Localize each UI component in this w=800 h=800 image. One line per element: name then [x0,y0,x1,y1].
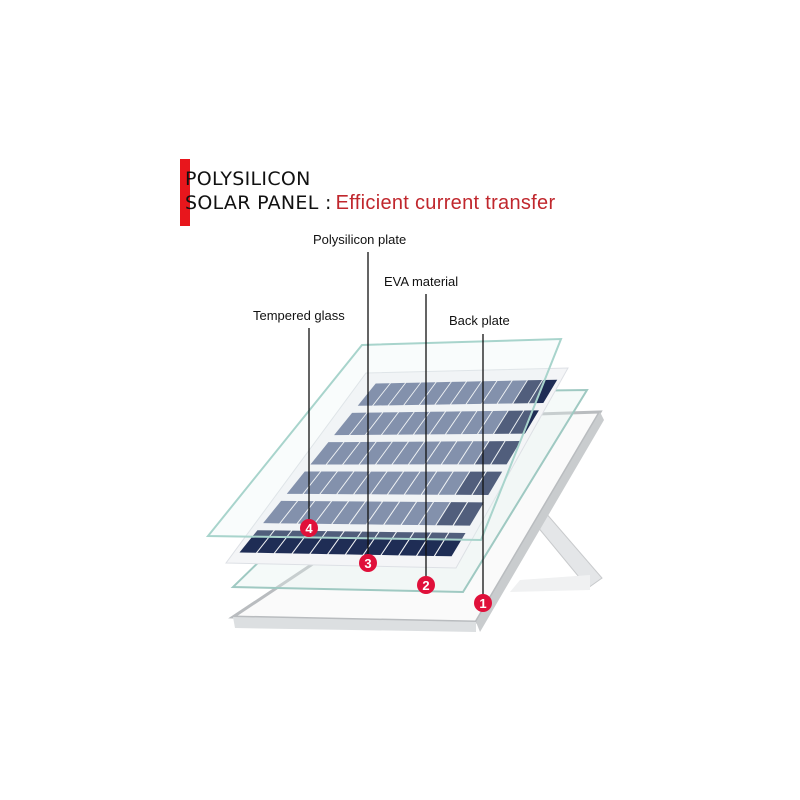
marker-3 [359,554,377,572]
solar-cell [462,410,492,435]
solar-cell [438,471,470,495]
solar-cell [388,382,421,406]
back-plate-edge [233,617,476,632]
title-line-2-text: SOLAR PANEL : [185,192,332,214]
marker-number: 2 [422,578,429,593]
solar-cell [310,442,344,465]
solar-cell [446,411,477,435]
marker-number: 4 [305,521,313,536]
solar-cell [451,381,482,405]
label-eva-material: EVA material [384,274,459,289]
solar-cell [442,441,473,465]
solar-cell [414,411,445,435]
solar-cell [263,500,297,524]
solar-cell [419,381,451,405]
solar-cell [404,382,436,406]
marker-2 [417,576,435,594]
solar-cell [513,380,543,404]
label-polysilicon-plate: Polysilicon plate [313,232,407,247]
solar-cell [367,501,399,525]
solar-cell [357,383,390,406]
solar-cell [286,471,321,494]
solar-cell [376,441,408,465]
solar-cell [303,471,337,495]
solar-cells [239,379,558,557]
label-tempered-glass: Tempered glass [253,308,345,323]
solar-cell [349,501,382,525]
stand-base [510,575,590,592]
solar-cell [401,501,433,526]
solar-cell [491,441,521,465]
solar-cell [435,381,466,405]
solar-cell [466,380,497,405]
solar-cell [474,441,505,465]
subtitle: Efficient current transfer [335,192,556,214]
solar-cell [398,411,430,435]
title-line-1: POLYSILICON [185,168,311,190]
solar-cell [497,380,527,404]
solar-cell [405,471,436,495]
marker-1 [474,594,492,612]
solar-cell [388,471,420,495]
marker-number: 3 [364,556,371,571]
label-back-plate: Back plate [449,313,510,328]
solar-cell [482,380,512,404]
solar-cell [510,410,539,434]
solar-cell [425,441,457,465]
solar-cell [366,412,398,435]
marker-4 [300,519,318,537]
solar-cell [419,501,450,526]
solar-cell [421,471,453,495]
solar-cell [350,412,383,436]
tempered-glass [205,337,563,542]
solar-cell [409,441,441,465]
solar-cell [430,411,461,435]
solar-cell [382,412,414,435]
title-line-2: SOLAR PANEL :Efficient current transfer [185,192,555,215]
solar-cell [280,500,314,524]
solar-cell [332,501,365,525]
solar-cell [436,502,467,526]
solar-cell [453,502,484,526]
solar-cell [337,471,370,495]
title-accent-bar [180,159,190,226]
solar-cell [371,471,403,495]
solar-cell [528,379,558,404]
solar-cell [478,410,508,435]
solar-cell [326,441,360,465]
solar-cell [334,412,367,436]
solar-cell [472,471,503,495]
solar-cell [373,382,406,406]
solar-cell [384,501,416,525]
marker-number: 1 [479,596,486,611]
solar-cell [494,410,524,434]
solar-cell [354,471,387,495]
solar-cell [297,501,331,524]
solar-cell [455,471,486,495]
solar-cell [315,501,348,524]
back-plate-side [476,412,604,632]
solar-cell [320,471,354,495]
solar-cell [458,441,489,465]
solar-cell [392,441,424,465]
